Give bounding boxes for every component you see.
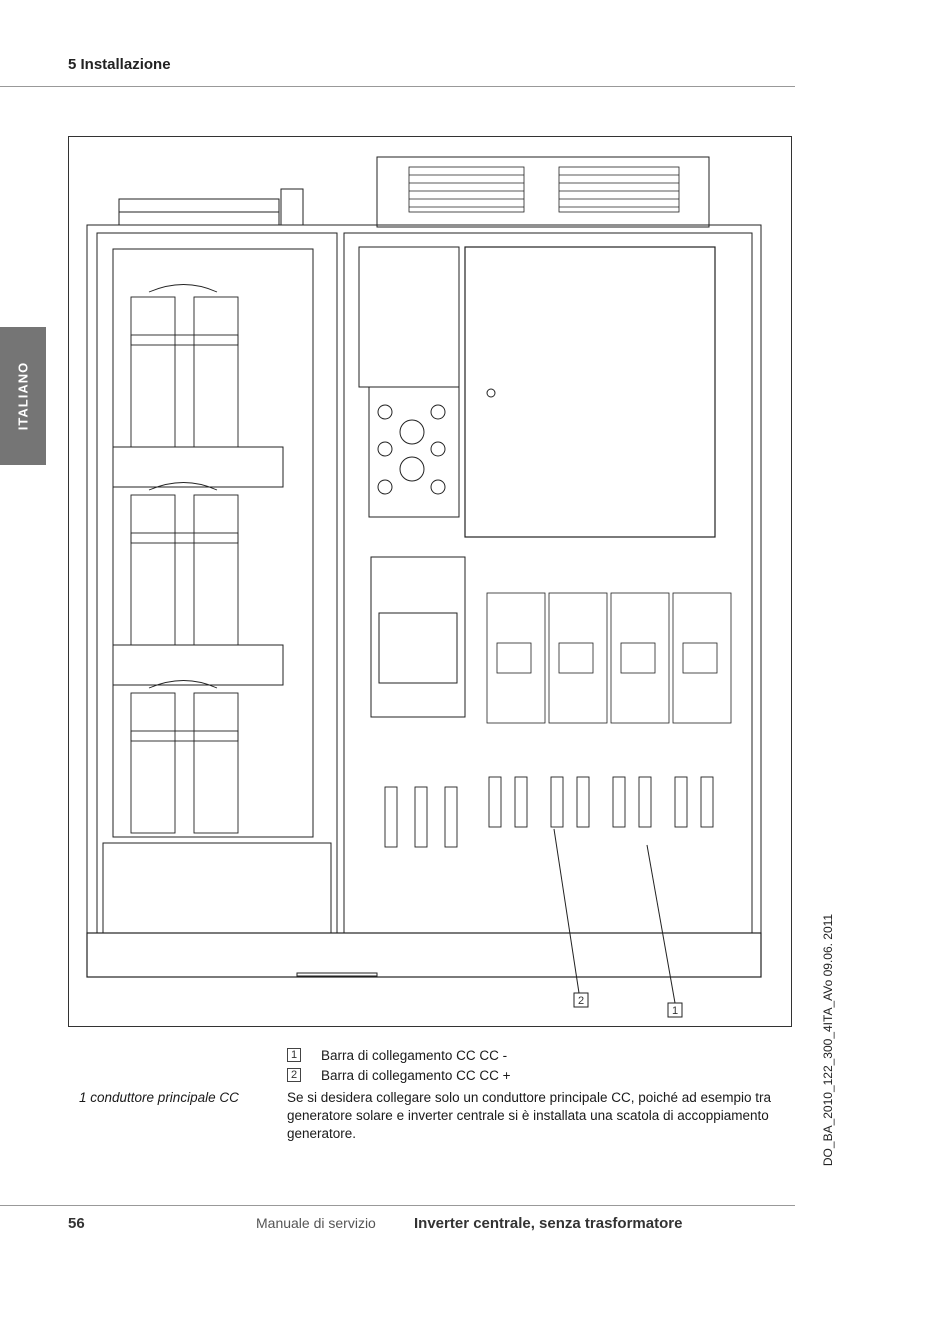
footer-divider (0, 1205, 795, 1206)
legend-text: Barra di collegamento CC CC + (321, 1067, 511, 1083)
legend-number: 1 (287, 1048, 301, 1062)
legend-text: Barra di collegamento CC CC - (321, 1047, 508, 1063)
legend-item: 2 Barra di collegamento CC CC + (287, 1066, 510, 1084)
legend-item: 1 Barra di collegamento CC CC - (287, 1046, 507, 1064)
header-divider (0, 86, 795, 87)
callout-2-label: 2 (578, 995, 584, 1007)
cabinet-drawing: 2 1 (86, 156, 762, 1018)
language-tab-label: ITALIANO (15, 361, 31, 431)
note-text: Se si desidera collegare solo un condutt… (287, 1090, 772, 1141)
note-label: 1 conduttore principale CC (79, 1090, 239, 1105)
callout-1-label: 1 (672, 1005, 678, 1017)
page-number: 56 (68, 1215, 85, 1232)
inverter-cabinet-figure: 2 1 (68, 136, 792, 1027)
legend-number: 2 (287, 1068, 301, 1082)
language-tab: ITALIANO (0, 327, 46, 465)
document-code: DO_BA_2010_122_300_4ITA_AVo 09.06. 2011 (821, 913, 835, 1167)
footer-manual-label: Manuale di servizio (256, 1215, 376, 1231)
footer-product-title: Inverter centrale, senza trasformatore (414, 1215, 683, 1232)
section-title: 5 Installazione (68, 56, 171, 73)
